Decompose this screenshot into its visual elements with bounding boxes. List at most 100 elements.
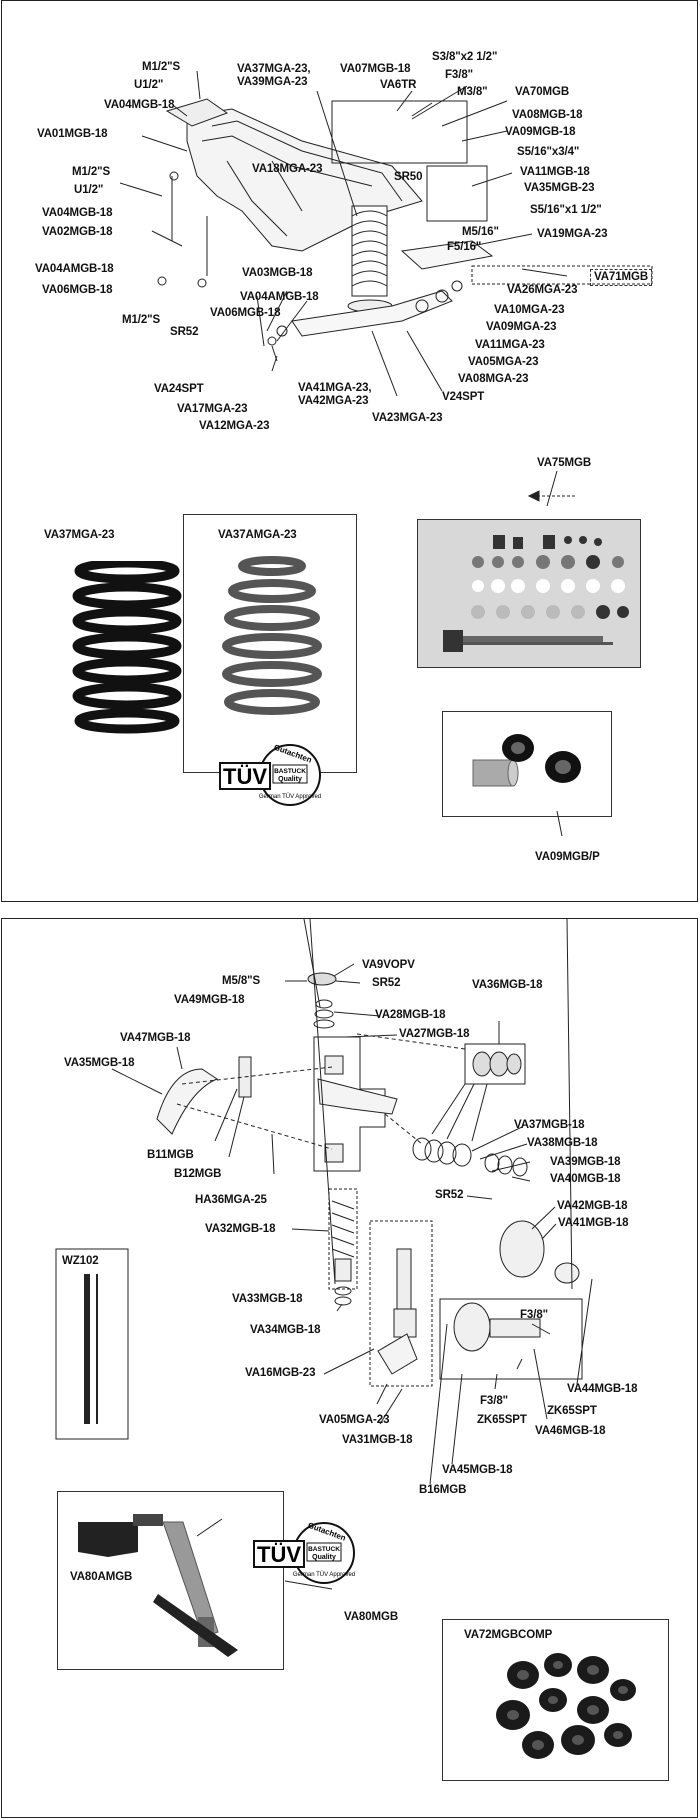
label-s38x212: S3/8"x2 1/2": [432, 51, 498, 63]
label-va19mga23: VA19MGA-23: [537, 228, 608, 240]
label-va04mgb18-mid: VA04MGB-18: [42, 207, 113, 219]
label-va36mgb18: VA36MGB-18: [472, 979, 543, 991]
label-sr52-top: SR52: [372, 977, 401, 989]
label-wz102: WZ102: [62, 1255, 99, 1267]
bastuck-text: BASTUCK: [308, 1546, 340, 1553]
label-va37mgb18: VA37MGB-18: [514, 1119, 585, 1131]
label-va80mgb: VA80MGB: [344, 1611, 399, 1623]
bastuck-text: BASTUCK: [274, 768, 306, 775]
spring-icon: [72, 561, 182, 734]
label-va49mgb18: VA49MGB-18: [174, 994, 245, 1006]
bush-icon: [472, 734, 581, 787]
label-sr52-mid: SR52: [435, 1189, 464, 1201]
label-va44mgb18: VA44MGB-18: [567, 1383, 638, 1395]
label-va35mgb18: VA35MGB-18: [64, 1057, 135, 1069]
label-sr52: SR52: [170, 326, 199, 338]
damper-icon: [78, 1514, 238, 1657]
tuv-badge: TÜV BASTUCK Quality Gutachten German TÜV…: [253, 1521, 355, 1584]
label-va37mga23-39: VA37MGA-23, VA39MGA-23: [237, 63, 311, 88]
label-m38: M3/8": [457, 86, 488, 98]
label-va75mgb: VA75MGB: [537, 457, 592, 469]
bush-icon: [496, 1653, 636, 1759]
label-va08mga23: VA08MGA-23: [458, 373, 529, 385]
label-va16mgb23: VA16MGB-23: [245, 1367, 316, 1379]
label-va47mgb18: VA47MGB-18: [120, 1032, 191, 1044]
label-f516: F5/16": [447, 241, 482, 253]
label-u12-top: U1/2": [134, 79, 164, 91]
label-va04mgb18-top: VA04MGB-18: [104, 99, 175, 111]
label-va05mga23: VA05MGA-23: [468, 356, 539, 368]
label-u12-mid: U1/2": [74, 184, 104, 196]
label-va9vopv: VA9VOPV: [362, 959, 415, 971]
label-va02mgb18: VA02MGB-18: [42, 226, 113, 238]
va09mgbp-box: [442, 711, 612, 817]
label-va40mgb18: VA40MGB-18: [550, 1173, 621, 1185]
label-va12mga23: VA12MGA-23: [199, 420, 270, 432]
label-s516x34: S5/16"x3/4": [517, 146, 580, 158]
va72mgbcomp-box: [442, 1619, 669, 1781]
label-m516: M5/16": [462, 226, 499, 238]
rear-suspension-panel: VA9VOPV M5/8"S SR52 VA49MGB-18 VA36MGB-1…: [1, 918, 698, 1818]
label-m12s-bot: M1/2"S: [122, 314, 161, 326]
label-va05mga23: VA05MGA-23: [319, 1414, 390, 1426]
label-va71mgb: VA71MGB: [590, 269, 653, 286]
label-va07mgb18: VA07MGB-18: [340, 63, 411, 75]
label-va10mga23: VA10MGA-23: [494, 304, 565, 316]
label-va04amgb18-left: VA04AMGB-18: [35, 263, 114, 275]
va75mgb-photo: [417, 519, 641, 668]
label-va33mgb18: VA33MGB-18: [232, 1293, 303, 1305]
label-va42mgb18: VA42MGB-18: [557, 1200, 628, 1212]
label-va46mgb18: VA46MGB-18: [535, 1425, 606, 1437]
label-va18mga23: VA18MGA-23: [252, 163, 323, 175]
label-f38-top: F3/8": [445, 69, 473, 81]
label-va80amgb: VA80AMGB: [70, 1571, 133, 1583]
label-v24spt: V24SPT: [442, 391, 485, 403]
label-va72mgbcomp: VA72MGBCOMP: [464, 1629, 553, 1641]
label-va09mga23: VA09MGA-23: [486, 321, 557, 333]
label-m12s-top: M1/2"S: [142, 61, 181, 73]
label-va70mgb: VA70MGB: [515, 86, 570, 98]
label-va45mgb18: VA45MGB-18: [442, 1464, 513, 1476]
label-va06mgb18-mid: VA06MGB-18: [210, 307, 281, 319]
spring-icon: [347, 205, 393, 313]
quality-text: Quality: [278, 776, 302, 783]
label-va28mgb18: VA28MGB-18: [375, 1009, 446, 1021]
label-va26mga23: VA26MGA-23: [507, 284, 578, 296]
label-va09mgb18: VA09MGB-18: [505, 126, 576, 138]
label-va08mgb18: VA08MGB-18: [512, 109, 583, 121]
label-zk65spt-b: ZK65SPT: [477, 1414, 527, 1426]
bush-icon: [443, 535, 629, 652]
label-va27mgb18: VA27MGB-18: [399, 1028, 470, 1040]
label-va35mgb23: VA35MGB-23: [524, 182, 595, 194]
hub-diagram: [55, 919, 593, 1590]
label-va6tr: VA6TR: [380, 79, 417, 91]
label-va38mgb18: VA38MGB-18: [527, 1137, 598, 1149]
label-s516x112: S5/16"x1 1/2": [530, 204, 602, 216]
label-va32mgb18: VA32MGB-18: [205, 1223, 276, 1235]
label-m12s-mid: M1/2"S: [72, 166, 111, 178]
label-ha36mga25: HA36MGA-25: [195, 1194, 267, 1206]
label-va37mga23-spring: VA37MGA-23: [44, 529, 115, 541]
label-f38-b: F3/8": [480, 1395, 508, 1407]
approved-text: German TÜV Approved: [293, 1571, 355, 1578]
front-suspension-panel: M1/2"S U1/2" VA04MGB-18 VA01MGB-18 M1/2"…: [1, 0, 698, 902]
label-va11mgb18: VA11MGB-18: [520, 166, 590, 178]
label-va37amga23: VA37AMGA-23: [218, 529, 297, 541]
label-va09mgbp: VA09MGB/P: [535, 851, 600, 863]
label-zk65spt-a: ZK65SPT: [547, 1405, 597, 1417]
label-va04amgb18-mid: VA04AMGB-18: [240, 291, 319, 303]
crossmember-diagram: [119, 70, 653, 837]
label-b12mgb: B12MGB: [174, 1168, 222, 1180]
label-va01mgb18: VA01MGB-18: [37, 128, 108, 140]
label-sr50: SR50: [394, 171, 423, 183]
tuv-badge: TÜV BASTUCK Quality Gutachten German TÜV…: [219, 743, 321, 806]
label-va31mgb18: VA31MGB-18: [342, 1434, 413, 1446]
label-f38-a: F3/8": [520, 1309, 548, 1321]
quality-text: Quality: [312, 1554, 336, 1561]
label-va03mgb18: VA03MGB-18: [242, 267, 313, 279]
label-va24spt-left: VA24SPT: [154, 383, 204, 395]
label-va41mga23-42: VA41MGA-23, VA42MGA-23: [298, 382, 372, 407]
tuv-text: TÜV: [223, 764, 267, 789]
label-b11mgb: B11MGB: [147, 1149, 194, 1161]
spring-icon: [222, 556, 322, 715]
